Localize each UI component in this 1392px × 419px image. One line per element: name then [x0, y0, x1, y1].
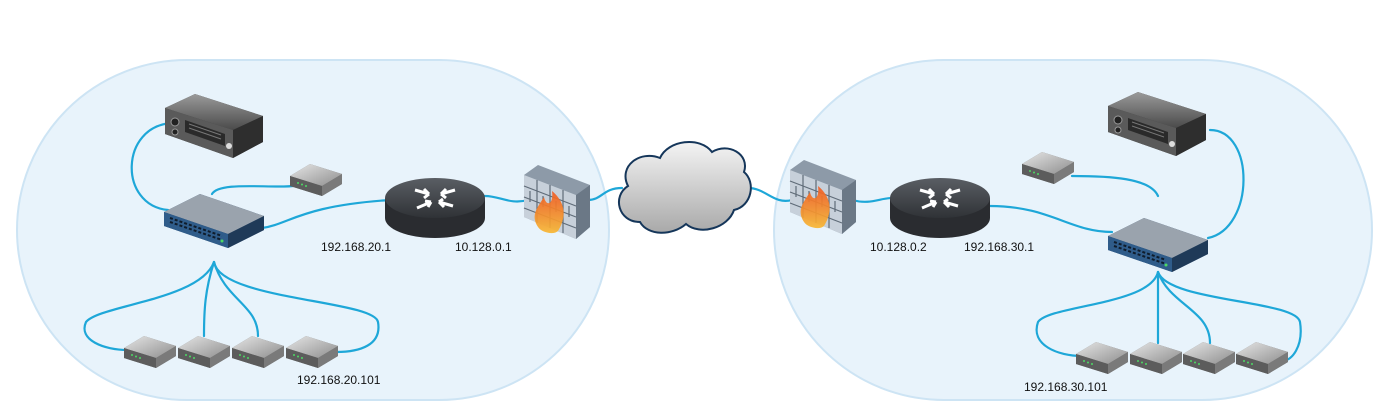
left-links [83, 121, 624, 354]
left-router-icon [383, 176, 487, 240]
cloud-icon [618, 140, 752, 234]
right-network-zone [773, 59, 1373, 401]
left-router-wan-ip-label: 10.128.0.1 [455, 240, 512, 254]
right-router-icon [888, 176, 992, 240]
right-router-wan-ip-label: 10.128.0.2 [870, 240, 927, 254]
left-router-lan-ip-label: 192.168.20.1 [321, 240, 391, 254]
right-router-lan-ip-label: 192.168.30.1 [964, 240, 1034, 254]
right-client-ip-label: 192.168.30.101 [1024, 380, 1108, 394]
right-links [746, 128, 1302, 362]
left-client-ip-label: 192.168.20.101 [297, 373, 381, 387]
left-network-zone [16, 59, 610, 401]
